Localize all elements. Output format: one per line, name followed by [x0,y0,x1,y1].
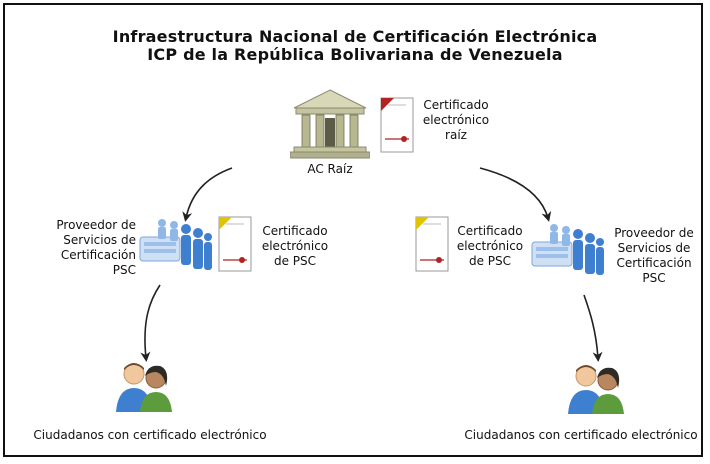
arrow-root-to-right-psc [479,167,552,222]
right-psc-server-users-icon [531,224,604,275]
right-psc-line-2: Servicios de [617,241,691,255]
right-citizens-people-icon [568,365,624,414]
title-line-1: Infraestructura Nacional de Certificació… [112,27,598,46]
left-psc-line-4: PSC [112,263,136,277]
right-psc-line-3: Certificación [616,256,692,270]
left-citizens-label: Ciudadanos con certificado electrónico [33,428,267,442]
right-psc-certificate-icon [415,216,449,272]
left-psc-line-2: Servicios de [63,233,136,247]
left-psc-certificate-icon [218,216,252,272]
arrow-root-to-left-psc [182,167,233,222]
left-psc-label: Proveedor de Servicios de Certificación … [38,218,136,278]
left-psc-certificate-line-1: Certificado [262,224,328,238]
bank-building-icon [290,89,370,159]
title-line-2: ICP de la República Bolivariana de Venez… [147,45,563,64]
arrow-right-psc-to-citizens [583,294,603,362]
left-psc-certificate-line-3: de PSC [273,254,317,268]
right-citizens-label: Ciudadanos con certificado electrónico [464,428,698,442]
root-ca-label: AC Raíz [307,162,353,176]
left-citizens-people-icon [116,363,172,412]
left-psc-server-users-icon [139,219,212,270]
right-psc-line-1: Proveedor de [614,226,694,240]
left-psc-line-3: Certificación [60,248,136,262]
right-psc-certificate-line-3: de PSC [468,254,512,268]
left-psc-line-1: Proveedor de [56,218,136,232]
right-psc-certificate-line-1: Certificado [457,224,523,238]
left-psc-certificate-line-2: electrónico [261,239,329,253]
right-psc-certificate-line-2: electrónico [456,239,524,253]
root-certificate-line-1: Certificado [423,98,489,112]
root-certificate-label: Certificado electrónico raíz [416,98,496,143]
root-certificate-line-3: raíz [445,128,467,142]
right-psc-line-4: PSC [642,271,666,285]
root-certificate-icon [380,97,414,153]
arrow-left-psc-to-citizens [140,284,161,362]
right-psc-certificate-label: Certificado electrónico de PSC [449,224,531,269]
left-psc-certificate-label: Certificado electrónico de PSC [254,224,336,269]
root-certificate-line-2: electrónico [422,113,490,127]
right-psc-label: Proveedor de Servicios de Certificación … [608,226,700,286]
